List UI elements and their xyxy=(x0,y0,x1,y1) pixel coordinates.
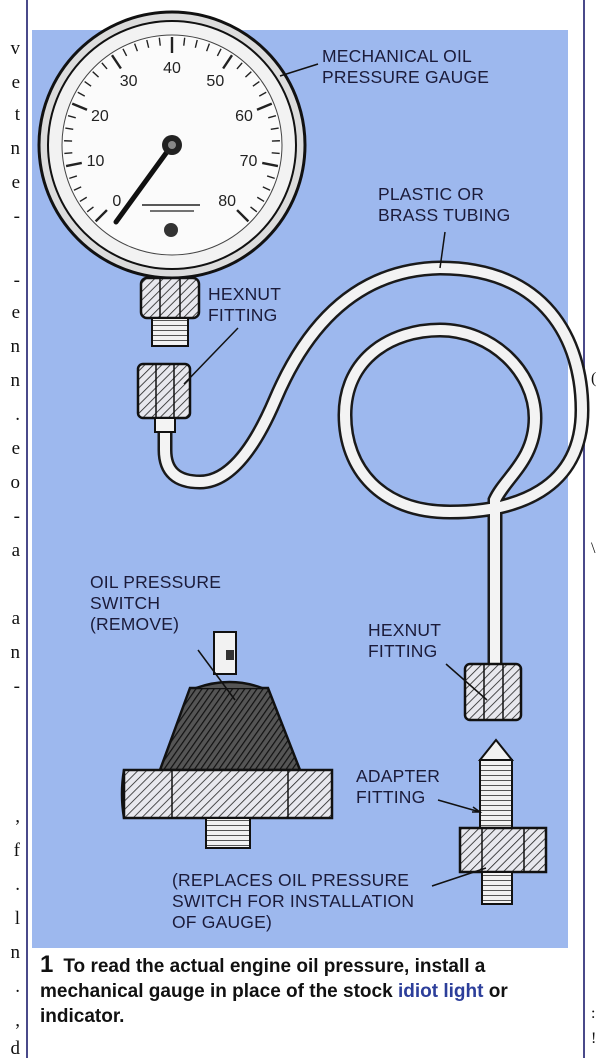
hexnut-fitting-top xyxy=(138,364,190,432)
label-mechanical-oil-pressure-gauge: MECHANICAL OIL PRESSURE GAUGE xyxy=(322,46,489,88)
gauge-minor-tick xyxy=(184,38,185,46)
gauge-scale-number: 60 xyxy=(235,108,253,125)
label-plastic-or-brass-tubing: PLASTIC OR BRASS TUBING xyxy=(378,184,510,226)
label-hexnut-fitting-top: HEXNUT FITTING xyxy=(208,284,281,326)
label-replaces-switch-note: (REPLACES OIL PRESSURE SWITCH FOR INSTAL… xyxy=(172,870,414,933)
label-oil-pressure-switch: OIL PRESSURE SWITCH (REMOVE) xyxy=(90,572,221,635)
gauge-scale-number: 50 xyxy=(206,73,224,90)
gauge-scale-number: 0 xyxy=(112,193,121,210)
gauge-scale-number: 70 xyxy=(240,153,258,170)
caption-highlight: idiot light xyxy=(398,981,483,1002)
label-hexnut-fitting-bottom: HEXNUT FITTING xyxy=(368,620,441,662)
tubing xyxy=(165,268,582,665)
label-adapter-fitting: ADAPTER FITTING xyxy=(356,766,440,808)
oil-pressure-switch xyxy=(122,632,332,848)
gauge-minor-tick xyxy=(64,153,72,154)
gauge-scale-number: 30 xyxy=(120,73,138,90)
gauge-scale-number: 10 xyxy=(87,153,105,170)
pressure-gauge: 0 10 20 30 40 50 60 70 80 xyxy=(39,12,305,278)
gauge-scale-number: 80 xyxy=(218,193,236,210)
adapter-fitting xyxy=(460,740,546,904)
hexnut-fitting-bottom xyxy=(465,664,521,720)
gauge-minor-tick xyxy=(272,153,280,154)
gauge-scale-number: 40 xyxy=(163,60,181,77)
gauge-minor-tick xyxy=(159,38,160,46)
gauge-stem-fitting xyxy=(141,278,199,346)
figure-number: 1 xyxy=(40,951,53,978)
gauge-scale-number: 20 xyxy=(91,108,109,125)
